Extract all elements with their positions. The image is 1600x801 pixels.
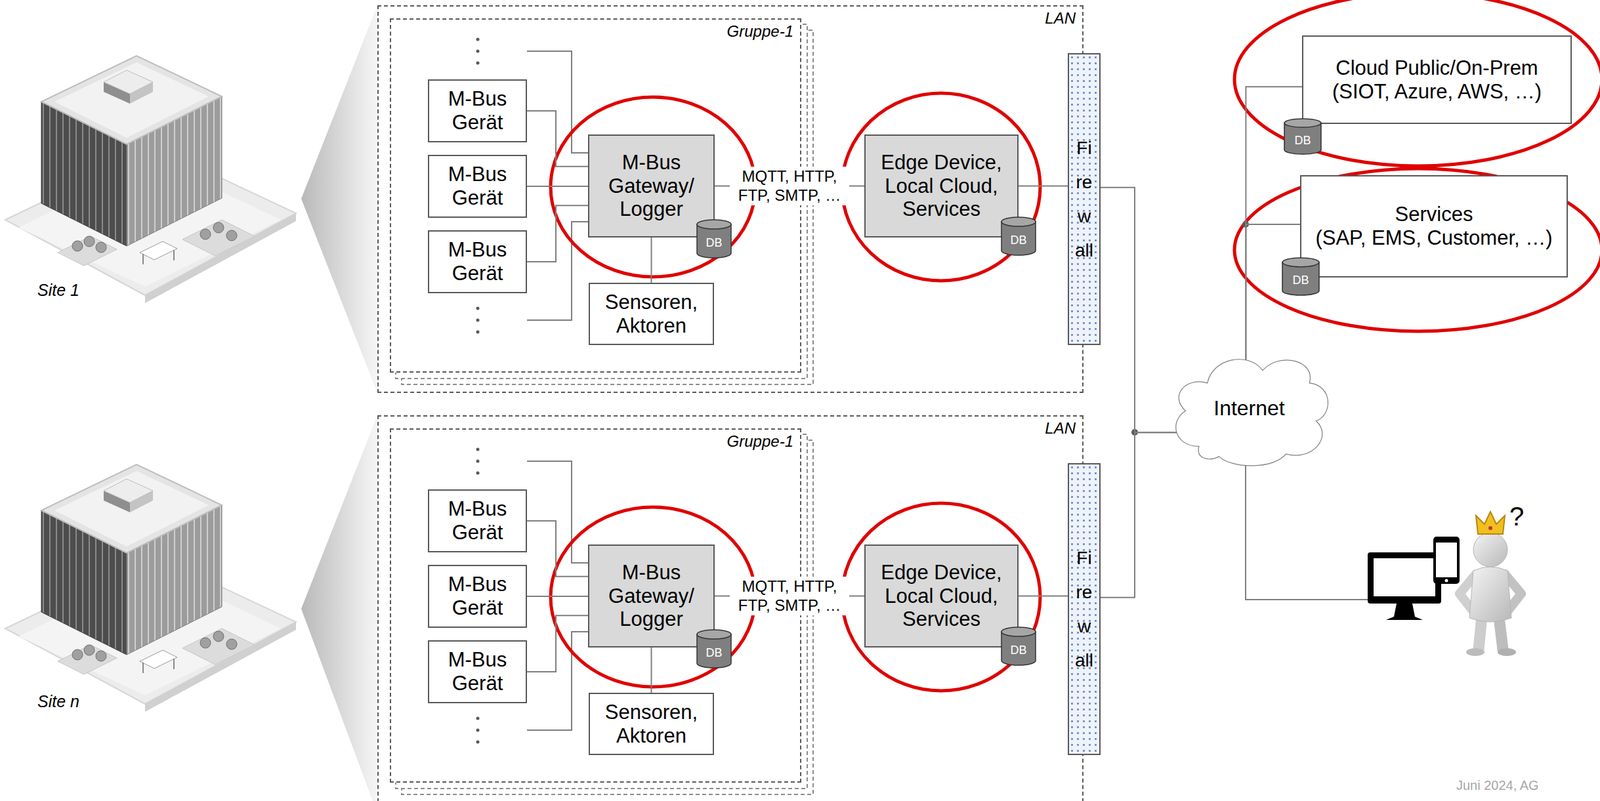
- gateway-box: DBM-Bus Gateway/ Logger: [588, 134, 715, 238]
- connector: [651, 647, 653, 694]
- node-text: Edge Device, Local Cloud, Services: [870, 150, 1012, 222]
- building-illustration: [5, 464, 296, 713]
- node-text: Sensoren, Aktoren: [595, 290, 708, 338]
- connector: [526, 521, 589, 577]
- node-text: (SIOT, Azure, AWS, …): [1332, 80, 1542, 104]
- site-layout: [389, 18, 1041, 385]
- db-cylinder: DB: [1283, 118, 1322, 155]
- connector: [1018, 595, 1068, 598]
- firewall-bar: Firewall: [1067, 53, 1101, 346]
- node-text: M-Bus Gateway/ Logger: [594, 561, 709, 632]
- db-cylinder: DB: [1000, 216, 1037, 256]
- highlight-ellipse: [1234, 168, 1600, 332]
- zoom-fan: [301, 415, 378, 801]
- gateway-box: DBM-Bus Gateway/ Logger: [588, 544, 715, 648]
- connector: [526, 205, 589, 262]
- node-text: M-Bus Gerät: [434, 572, 521, 620]
- connector: [1100, 432, 1178, 598]
- node-text: M-Bus Gerät: [434, 238, 521, 285]
- edge-box: DBEdge Device, Local Cloud, Services: [864, 544, 1019, 648]
- node-text: Cloud Public/On-Prem: [1335, 56, 1538, 81]
- service-box: DBServices(SAP, EMS, Customer, …): [1300, 175, 1568, 278]
- device-box: M-Bus Gerät: [427, 489, 527, 553]
- firewall-bar: Firewall: [1067, 463, 1101, 756]
- node-text: Gruppe-1: [727, 22, 794, 41]
- zoom-fan: [301, 5, 378, 394]
- db-cylinder: DB: [696, 219, 732, 259]
- protocol-label: MQTT, HTTP, FTP, SMTP, …: [729, 576, 850, 617]
- site-layout: [389, 428, 1041, 795]
- connector: [526, 595, 589, 598]
- cloud-box: DBCloud Public/On-Prem(SIOT, Azure, AWS,…: [1302, 35, 1572, 125]
- device-box: M-Bus Gerät: [427, 79, 527, 143]
- connector: [651, 237, 653, 283]
- node-text: DB: [1010, 643, 1027, 658]
- building-illustration: [5, 55, 296, 304]
- question-mark: ?: [1509, 502, 1524, 532]
- db-cylinder: DB: [1000, 626, 1037, 667]
- phone-icon: [1433, 536, 1460, 585]
- node-text: Firewall: [1074, 131, 1094, 268]
- node-text: DB: [705, 646, 722, 661]
- node-text: M-Bus Gateway/ Logger: [594, 150, 709, 222]
- connector: [526, 185, 589, 188]
- node-text: (SAP, EMS, Customer, …): [1315, 226, 1553, 251]
- node-text: M-Bus Gerät: [434, 648, 521, 695]
- sensor-box: Sensoren, Aktoren: [588, 282, 715, 346]
- db-cylinder: DB: [1281, 257, 1320, 296]
- node-text: M-Bus Gerät: [434, 497, 521, 545]
- node-text: M-Bus Gerät: [434, 162, 521, 210]
- node-text: Services: [1395, 202, 1474, 227]
- connector: [1018, 185, 1068, 188]
- node-text: DB: [1294, 133, 1311, 148]
- node-text: DB: [1010, 233, 1027, 248]
- db-cylinder: DB: [696, 629, 732, 669]
- date-note: Juni 2024, AG: [1456, 778, 1539, 794]
- highlight-ellipse: [1234, 0, 1600, 167]
- protocol-label: MQTT, HTTP, FTP, SMTP, …: [729, 166, 850, 207]
- node-text: DB: [705, 236, 722, 251]
- node-text: LAN: [1044, 9, 1076, 28]
- node-text: Firewall: [1074, 541, 1094, 678]
- node-text: M-Bus Gerät: [434, 87, 521, 134]
- site-label: Site n: [37, 692, 80, 712]
- node-text: Gruppe-1: [727, 432, 794, 451]
- device-box: M-Bus Gerät: [427, 230, 527, 294]
- node-text: Edge Device, Local Cloud, Services: [870, 561, 1012, 632]
- node-text: Internet: [1213, 396, 1285, 421]
- device-box: M-Bus Gerät: [427, 640, 527, 704]
- device-box: M-Bus Gerät: [427, 154, 527, 218]
- monitor-icon: [1367, 552, 1442, 621]
- node-text: LAN: [1044, 419, 1076, 438]
- connector: [526, 615, 589, 673]
- internet-cloud: Internet: [1165, 345, 1333, 472]
- user-figure: [1459, 511, 1522, 657]
- connector: [1100, 187, 1178, 433]
- site-label: Site 1: [37, 280, 80, 300]
- connector: [526, 110, 589, 167]
- node-text: Sensoren, Aktoren: [595, 700, 708, 748]
- user-wire: [1245, 465, 1368, 600]
- node-text: DB: [1292, 273, 1309, 288]
- sensor-box: Sensoren, Aktoren: [588, 693, 715, 756]
- edge-box: DBEdge Device, Local Cloud, Services: [864, 134, 1019, 238]
- device-box: M-Bus Gerät: [427, 565, 527, 629]
